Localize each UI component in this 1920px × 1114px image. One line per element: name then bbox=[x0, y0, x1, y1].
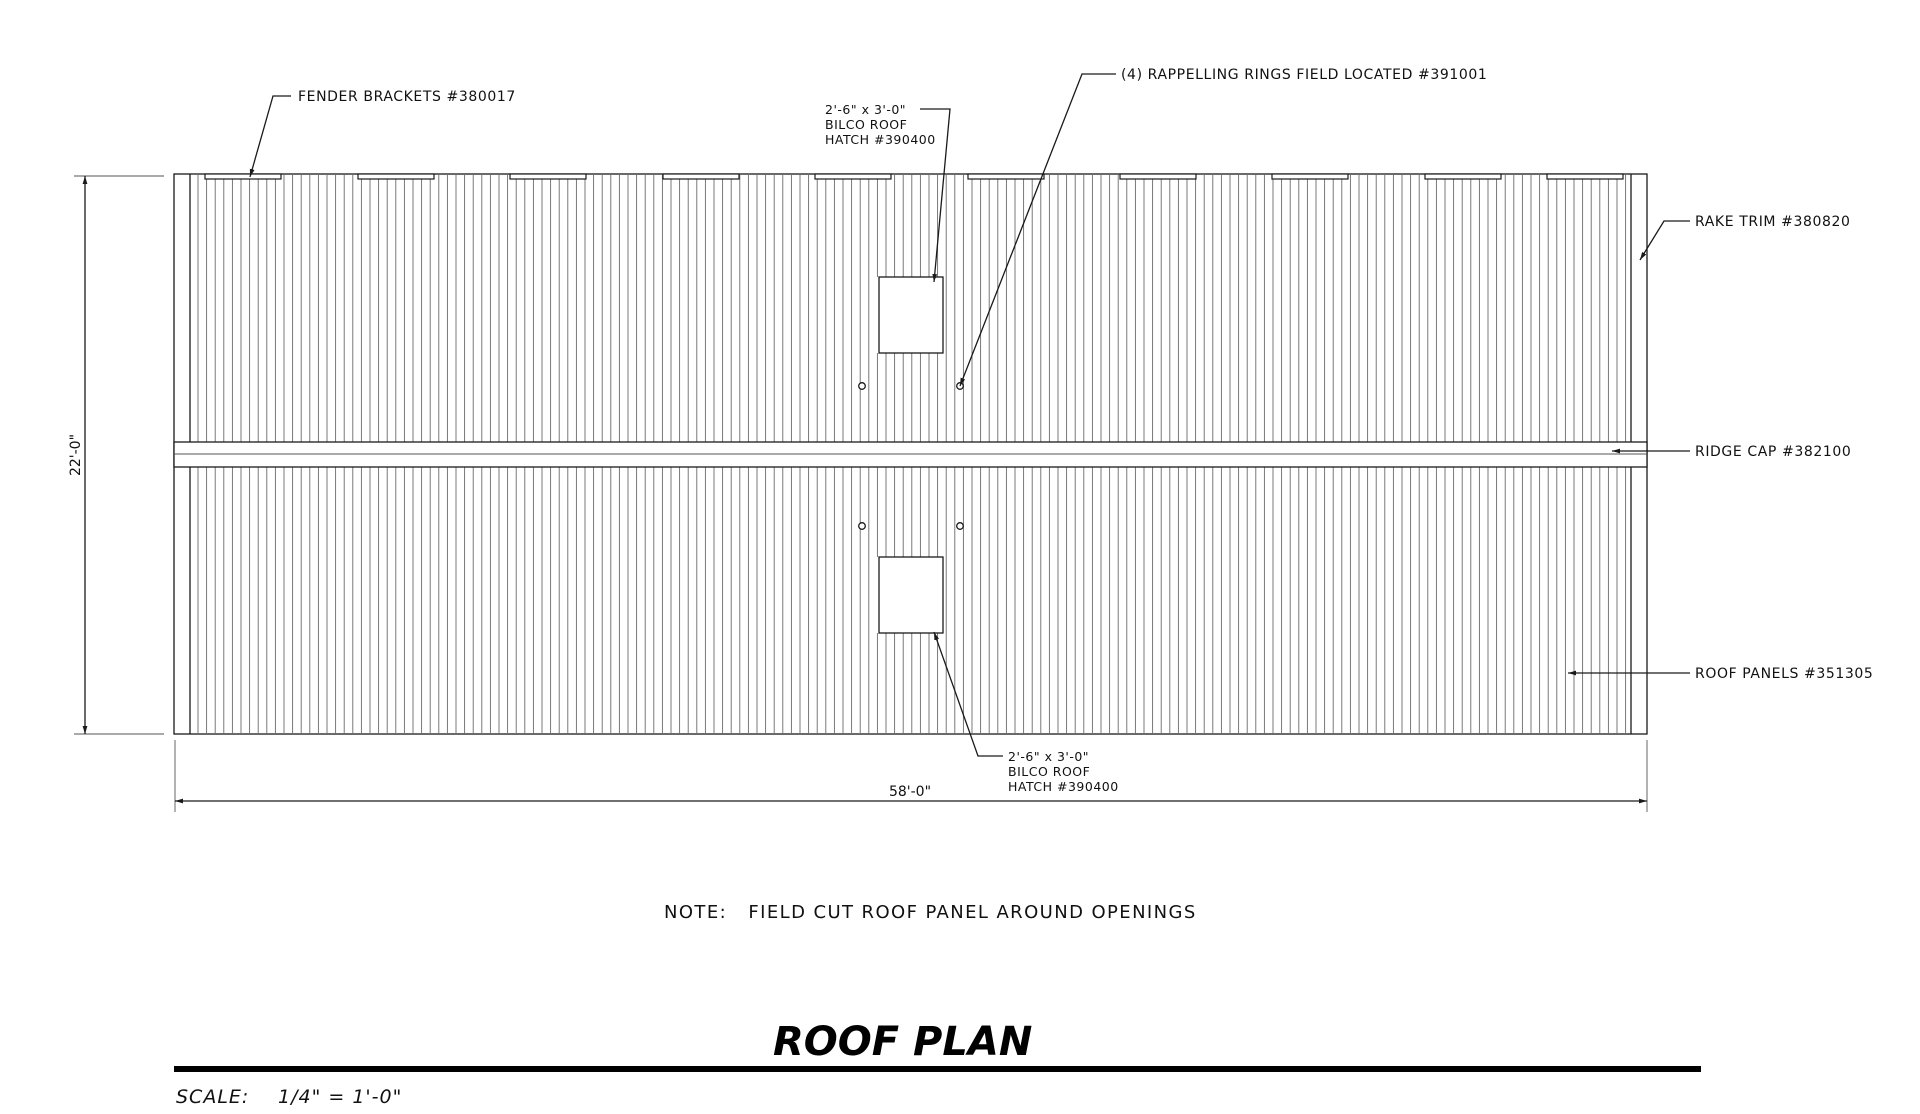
ring-upper-left bbox=[858, 382, 866, 390]
rappelling-rings bbox=[858, 382, 964, 530]
fender-bracket bbox=[1271, 173, 1349, 180]
leader-rappelling-rings bbox=[959, 73, 1116, 387]
fender-bracket bbox=[967, 173, 1045, 180]
leader-hatch-lower bbox=[933, 631, 1003, 757]
label-hatch-upper-line1: 2'-6" x 3'-0" bbox=[825, 102, 906, 117]
roof-panels-lower bbox=[197, 467, 1627, 734]
leader-rake-trim bbox=[1639, 220, 1690, 261]
height-dimension-label: 22'-0" bbox=[68, 434, 84, 476]
label-fender-brackets: FENDER BRACKETS #380017 bbox=[298, 89, 516, 105]
roof-hatch-lower bbox=[878, 556, 944, 634]
fender-brackets bbox=[204, 173, 1624, 180]
fender-bracket bbox=[509, 173, 587, 180]
scale-label: SCALE: bbox=[176, 1086, 249, 1108]
leader-fender-brackets bbox=[249, 95, 291, 178]
ridge-cap bbox=[173, 441, 1648, 468]
fender-bracket bbox=[662, 173, 740, 180]
fender-bracket bbox=[814, 173, 892, 180]
ring-lower-right bbox=[956, 522, 964, 530]
fender-bracket bbox=[1424, 173, 1502, 180]
label-rappelling-rings: (4) RAPPELLING RINGS FIELD LOCATED #3910… bbox=[1121, 67, 1487, 83]
label-roof-panels: ROOF PANELS #351305 bbox=[1695, 666, 1873, 682]
label-hatch-upper-line2: BILCO ROOF bbox=[825, 117, 907, 132]
fender-bracket bbox=[204, 173, 282, 180]
scale-value: 1/4" = 1'-0" bbox=[278, 1086, 402, 1108]
fender-bracket bbox=[1119, 173, 1197, 180]
width-dimension: 58'-0" bbox=[174, 740, 1648, 812]
leader-hatch-upper bbox=[920, 108, 951, 283]
roof-hatch-upper bbox=[878, 276, 944, 354]
drawing-title: ROOF PLAN bbox=[773, 1019, 1032, 1065]
label-ridge-cap: RIDGE CAP #382100 bbox=[1695, 444, 1851, 460]
title-underline bbox=[174, 1066, 1701, 1072]
label-hatch-lower-line1: 2'-6" x 3'-0" bbox=[1008, 749, 1089, 764]
label-hatch-upper-line3: HATCH #390400 bbox=[825, 132, 936, 147]
label-hatch-lower-line3: HATCH #390400 bbox=[1008, 779, 1119, 794]
width-dimension-label: 58'-0" bbox=[889, 784, 931, 800]
note-text: NOTE: FIELD CUT ROOF PANEL AROUND OPENIN… bbox=[664, 902, 1197, 923]
label-hatch-lower-line2: BILCO ROOF bbox=[1008, 764, 1090, 779]
roof-panels-upper bbox=[197, 174, 1627, 442]
height-dimension: 22'-0" bbox=[68, 175, 164, 735]
fender-bracket bbox=[1546, 173, 1624, 180]
ring-lower-left bbox=[858, 522, 866, 530]
fender-bracket bbox=[357, 173, 435, 180]
label-rake-trim: RAKE TRIM #380820 bbox=[1695, 214, 1851, 230]
